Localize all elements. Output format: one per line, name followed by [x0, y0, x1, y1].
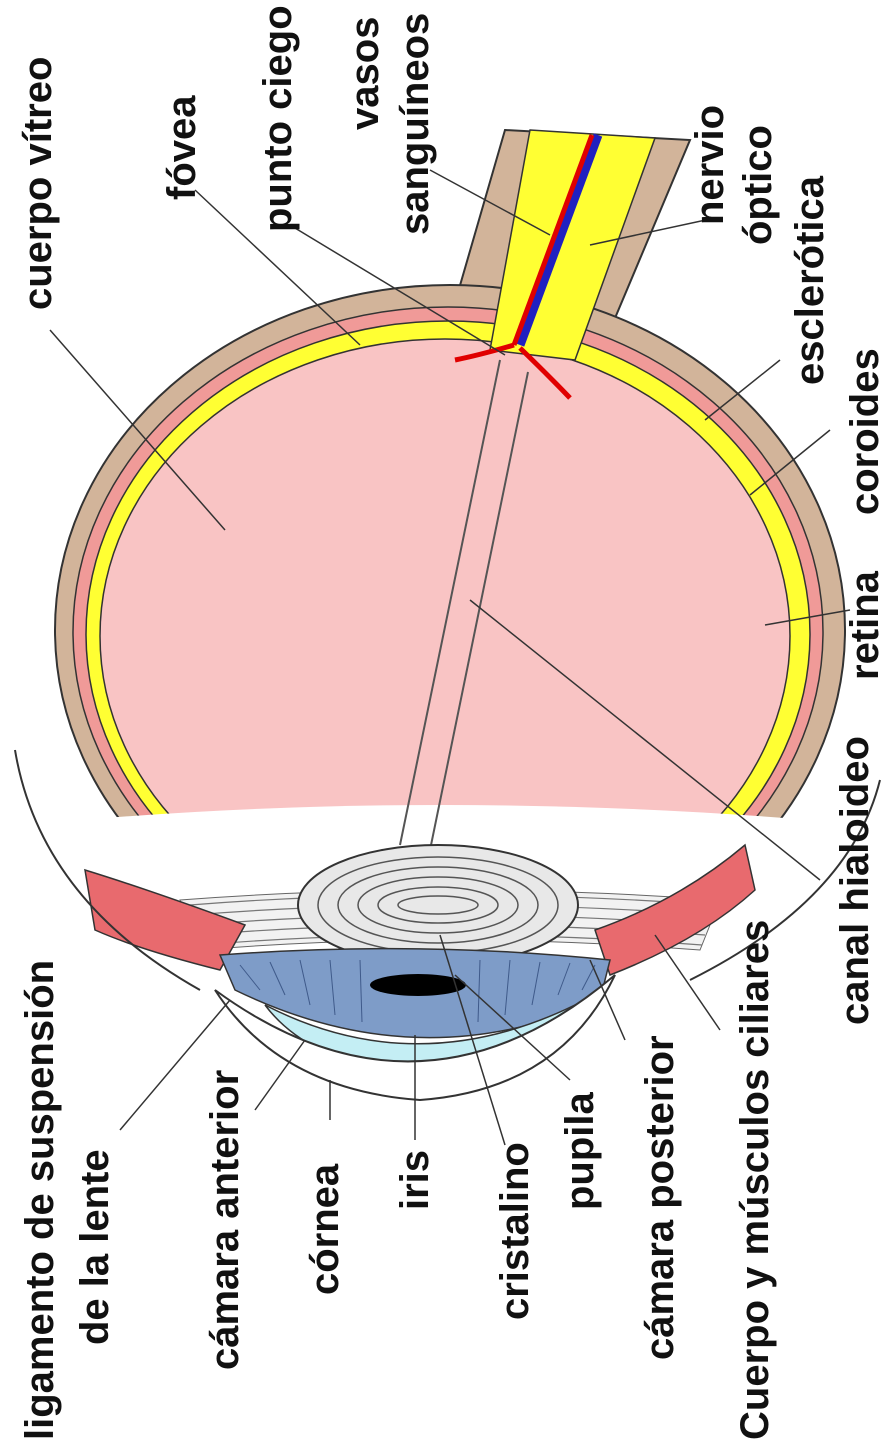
label-cuerpo-vitreo: cuerpo vítreo — [18, 57, 58, 310]
label-cuerpo-musculos-ciliares: Cuerpo y músculos ciliares — [735, 920, 775, 1440]
label-esclerotica: esclerótica — [790, 176, 830, 385]
label-iris: iris — [395, 1150, 435, 1210]
label-nervio-line2: óptico — [738, 125, 778, 245]
label-cristalino: cristalino — [495, 1142, 535, 1320]
label-nervio-line1: nervio — [690, 105, 730, 225]
label-canal-hialoideo: canal hialoideo — [835, 736, 875, 1025]
label-ligamento-line2: de la lente — [75, 1149, 115, 1345]
label-vasos-line2: sanguíneos — [395, 13, 435, 235]
label-retina: retina — [845, 571, 885, 680]
label-fovea: fóvea — [162, 96, 202, 201]
label-camara-posterior: cámara posterior — [640, 1035, 680, 1360]
label-pupila: pupila — [560, 1092, 600, 1210]
pupil — [370, 974, 466, 996]
label-camara-anterior: cámara anterior — [205, 1070, 245, 1370]
label-coroides: coroides — [845, 348, 885, 515]
label-punto-ciego: punto ciego — [258, 5, 298, 232]
label-cornea: córnea — [305, 1164, 345, 1295]
label-vasos-line1: vasos — [345, 17, 385, 130]
label-ligamento-line1: ligamento de suspensión — [20, 960, 60, 1440]
lens — [298, 845, 578, 965]
